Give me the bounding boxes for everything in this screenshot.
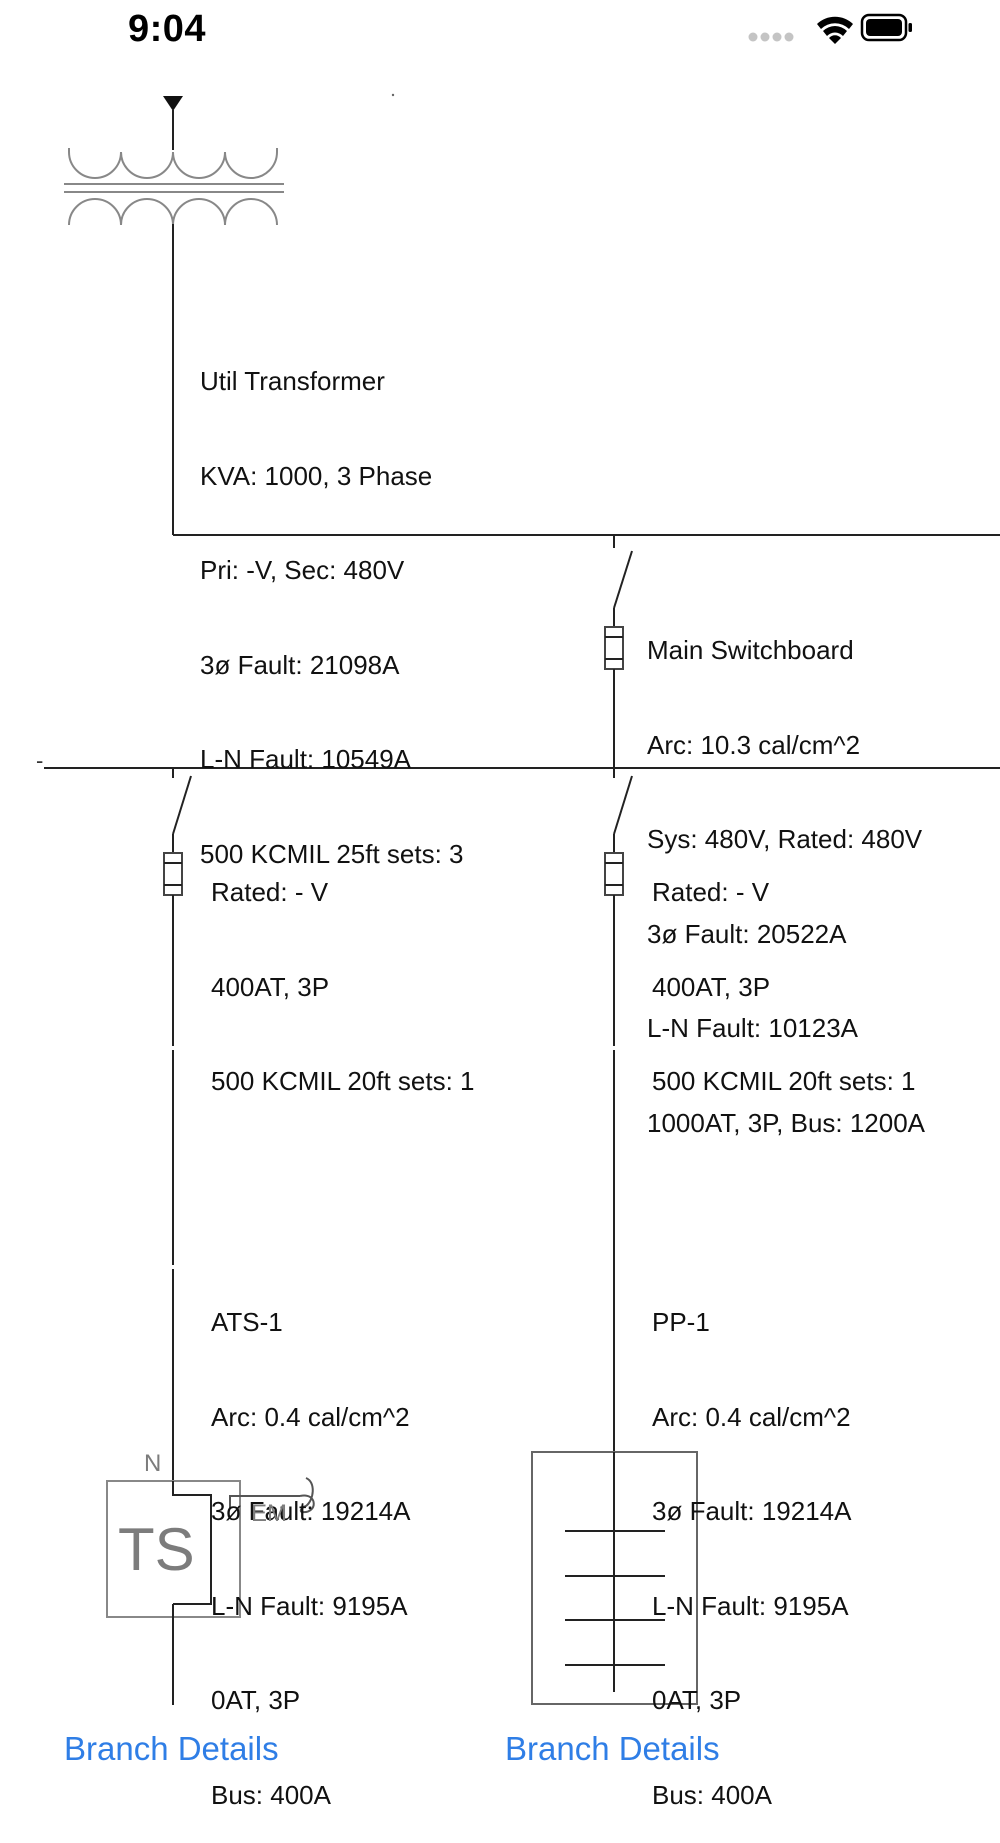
branch-1-equipment-info: ATS-1 Arc: 0.4 cal/cm^2 3ø Fault: 19214A… bbox=[211, 1244, 410, 1843]
info-line: 3ø Fault: 19214A bbox=[211, 1496, 411, 1526]
info-line: 500 KCMIL 25ft sets: 3 bbox=[200, 838, 464, 869]
info-line: KVA: 1000, 3 Phase bbox=[200, 460, 433, 491]
transformer-info: Util Transformer KVA: 1000, 3 Phase Pri:… bbox=[200, 303, 464, 902]
bus-marker: - bbox=[36, 748, 44, 773]
info-line: ATS-1 bbox=[211, 1307, 283, 1337]
info-line: Rated: - V bbox=[211, 877, 329, 907]
info-line: 3ø Fault: 20522A bbox=[647, 918, 847, 949]
info-line: 500 KCMIL 20ft sets: 1 bbox=[652, 1066, 916, 1096]
info-line: 0AT, 3P bbox=[652, 1685, 742, 1715]
transfer-switch-icon bbox=[106, 1477, 315, 1705]
branch-2-feeder-info: Rated: - V 400AT, 3P 500 KCMIL 20ft sets… bbox=[652, 814, 916, 1129]
info-line: Bus: 400A bbox=[652, 1779, 772, 1810]
panelboard-icon bbox=[531, 1451, 698, 1705]
info-line: Arc: 0.4 cal/cm^2 bbox=[652, 1401, 851, 1432]
info-line: Pri: -V, Sec: 480V bbox=[200, 555, 405, 585]
branch-1-details-link[interactable]: Branch Details bbox=[64, 1730, 279, 1767]
info-line: 0AT, 3P bbox=[211, 1685, 301, 1715]
info-line: Arc: 10.3 cal/cm^2 bbox=[647, 729, 861, 760]
info-line: Arc: 0.4 cal/cm^2 bbox=[211, 1401, 410, 1432]
normal-source-label: N bbox=[144, 1450, 162, 1477]
main-switchboard-info: Main Switchboard Arc: 10.3 cal/cm^2 Sys:… bbox=[647, 572, 925, 1171]
transformer-icon bbox=[64, 96, 284, 226]
info-line: Util Transformer bbox=[200, 366, 385, 396]
breaker-fuse-icon bbox=[604, 535, 633, 768]
status-icons bbox=[748, 13, 912, 44]
one-line-diagram bbox=[44, 93, 1000, 1705]
branch-1-breaker-icon bbox=[163, 768, 192, 1480]
wifi-icon bbox=[817, 16, 853, 44]
info-line: 400AT, 3P bbox=[652, 971, 771, 1002]
info-line: Bus: 400A bbox=[211, 1779, 331, 1810]
info-line: 500 KCMIL 20ft sets: 1 bbox=[211, 1066, 475, 1096]
info-line: L-N Fault: 9195A bbox=[211, 1590, 408, 1621]
branch-1-feeder-info: Rated: - V 400AT, 3P 500 KCMIL 20ft sets… bbox=[211, 814, 475, 1129]
cellular-signal-icon bbox=[748, 32, 794, 42]
branch-2-details-link[interactable]: Branch Details bbox=[505, 1730, 720, 1767]
info-line: L-N Fault: 10123A bbox=[647, 1013, 859, 1043]
info-line: Sys: 480V, Rated: 480V bbox=[647, 824, 923, 854]
status-bar: 9:04 bbox=[0, 0, 1000, 70]
status-time: 9:04 bbox=[128, 8, 207, 50]
info-line: PP-1 bbox=[652, 1307, 710, 1337]
info-line: L-N Fault: 10549A bbox=[200, 744, 412, 774]
branch-2-breaker-icon bbox=[604, 768, 633, 1452]
info-line: Main Switchboard bbox=[647, 635, 854, 665]
emergency-source-label: EM bbox=[251, 1500, 287, 1527]
info-line: 3ø Fault: 19214A bbox=[652, 1496, 852, 1526]
info-line: 1000AT, 3P, Bus: 1200A bbox=[647, 1107, 926, 1138]
stray-dot bbox=[391, 93, 395, 97]
info-line: L-N Fault: 9195A bbox=[652, 1590, 849, 1621]
info-line: 3ø Fault: 21098A bbox=[200, 649, 400, 680]
info-line: Rated: - V bbox=[652, 877, 770, 907]
info-line: 400AT, 3P bbox=[211, 971, 330, 1002]
transfer-switch-label: TS bbox=[118, 1516, 195, 1583]
battery-icon bbox=[860, 13, 912, 42]
